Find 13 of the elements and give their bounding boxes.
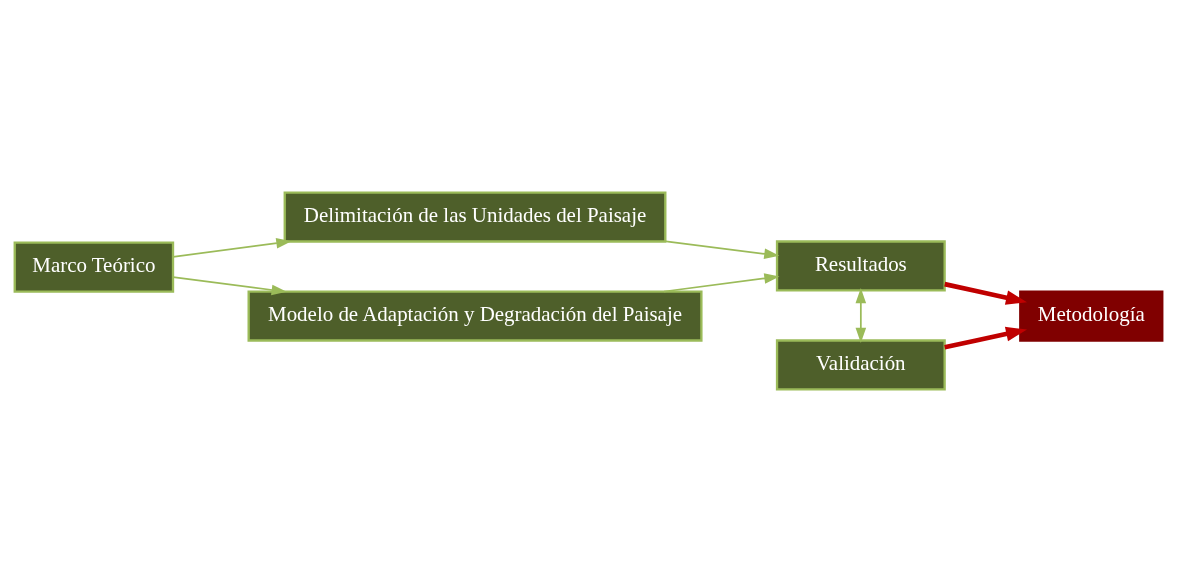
arrow [944,281,1027,305]
node-box: Marco Teórico [13,241,175,293]
node-box: Modelo de Adaptación y Degradación del Paisaje [247,290,703,342]
node-box: Validación [775,339,946,391]
arrow [172,237,292,258]
node-box: Metodología [1019,290,1164,342]
arrow [663,273,780,293]
arrow [855,287,867,343]
node-box: Delimitación de las Unidades del Paisaje [283,191,667,243]
arrow [172,276,287,296]
arrow [944,326,1027,350]
arrow [664,240,780,260]
node-box: Resultados [775,240,946,292]
